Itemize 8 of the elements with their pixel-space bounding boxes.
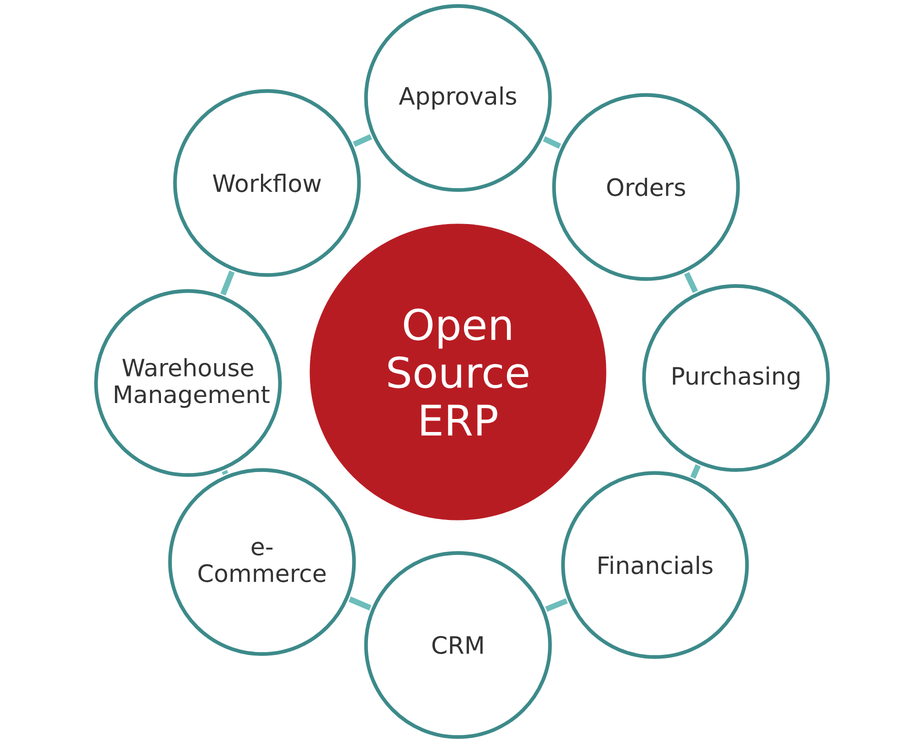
connector-line [348, 596, 372, 610]
connector-line [352, 134, 372, 147]
connector-line [220, 270, 235, 296]
connector-line [222, 470, 228, 476]
connector-line [684, 272, 698, 294]
connector-line [690, 464, 701, 479]
connector-line [542, 136, 562, 149]
connector-line [545, 598, 568, 612]
